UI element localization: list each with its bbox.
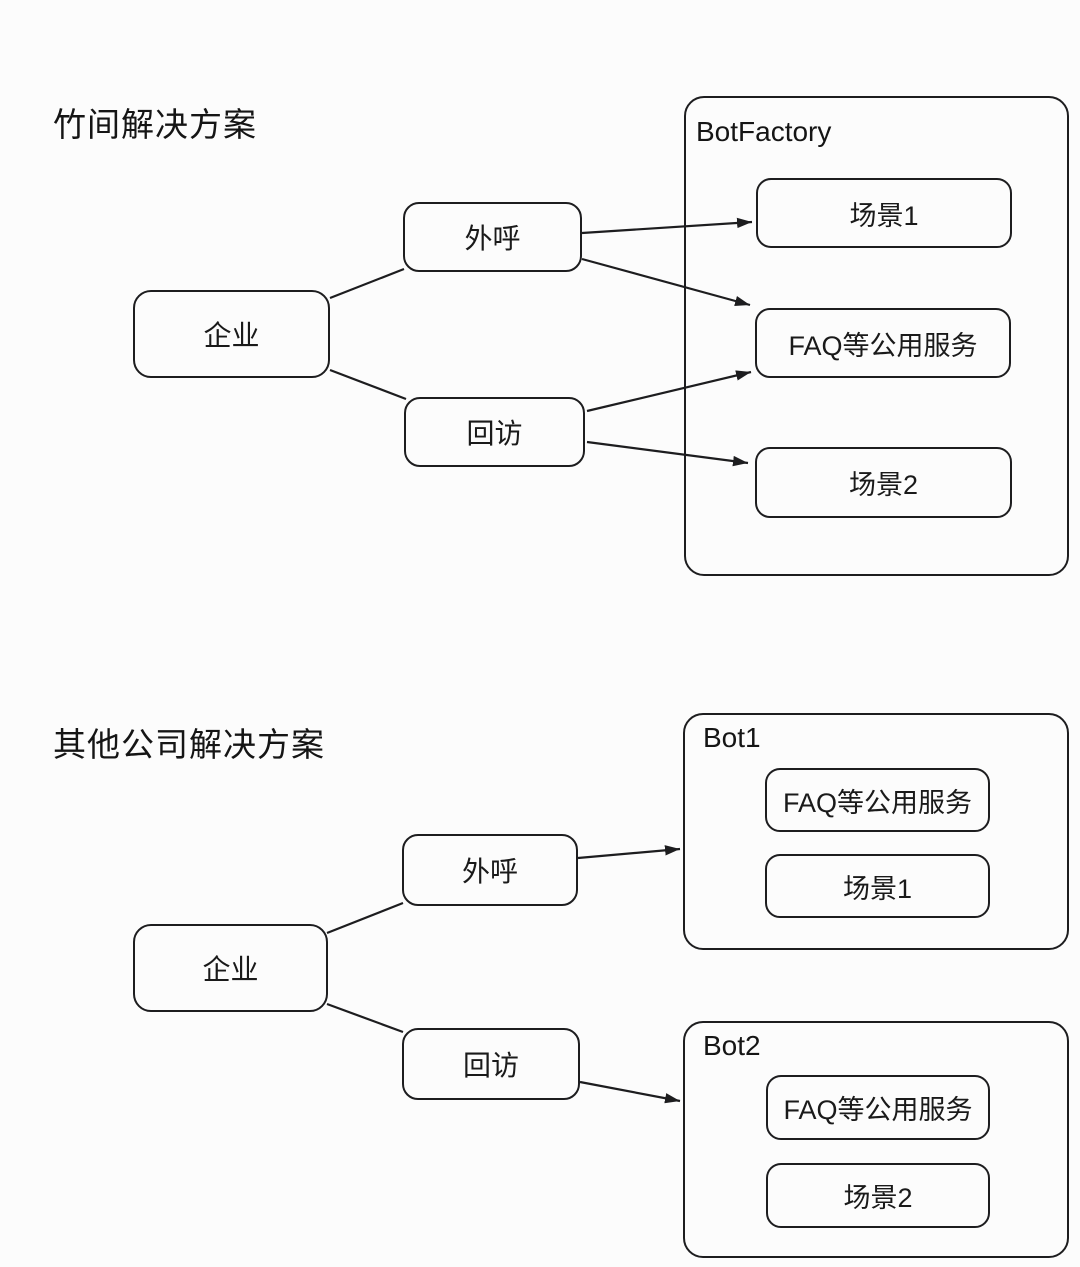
s1-scene1-node: 场景1 bbox=[756, 178, 1012, 248]
s2-outbound-node: 外呼 bbox=[402, 834, 578, 906]
bot1-scene1-node: 场景1 bbox=[765, 854, 990, 918]
edge-s2-enterprise-outbound bbox=[326, 901, 404, 935]
bot2-scene2-node: 场景2 bbox=[766, 1163, 990, 1228]
bot2-label: Bot2 bbox=[703, 1030, 761, 1061]
s1-enterprise-node: 企业 bbox=[133, 290, 330, 378]
bot1-faq-node: FAQ等公用服务 bbox=[765, 768, 990, 832]
s2-enterprise-node: 企业 bbox=[133, 924, 328, 1012]
bot1-container bbox=[683, 713, 1069, 950]
edge-s2-outbound-bot1 bbox=[577, 845, 681, 860]
s2-callback-node: 回访 bbox=[402, 1028, 580, 1100]
bot2-faq-node: FAQ等公用服务 bbox=[766, 1075, 990, 1140]
s1-faq-node: FAQ等公用服务 bbox=[755, 308, 1011, 378]
section2-title: 其他公司解决方案 bbox=[53, 726, 325, 763]
section1-title: 竹间解决方案 bbox=[53, 106, 257, 143]
s1-callback-node: 回访 bbox=[404, 397, 585, 467]
edge-s2-callback-bot2 bbox=[579, 1080, 681, 1104]
bot2-container bbox=[683, 1021, 1069, 1258]
botfactory-label: BotFactory bbox=[696, 116, 832, 147]
edge-s1-enterprise-callback bbox=[329, 368, 407, 401]
edge-s2-enterprise-callback bbox=[326, 1002, 404, 1034]
s1-outbound-node: 外呼 bbox=[403, 202, 582, 272]
bot1-label: Bot1 bbox=[703, 722, 761, 753]
s1-scene2-node: 场景2 bbox=[755, 447, 1012, 518]
botfactory-container bbox=[684, 96, 1069, 576]
edge-s1-enterprise-outbound bbox=[329, 267, 405, 300]
